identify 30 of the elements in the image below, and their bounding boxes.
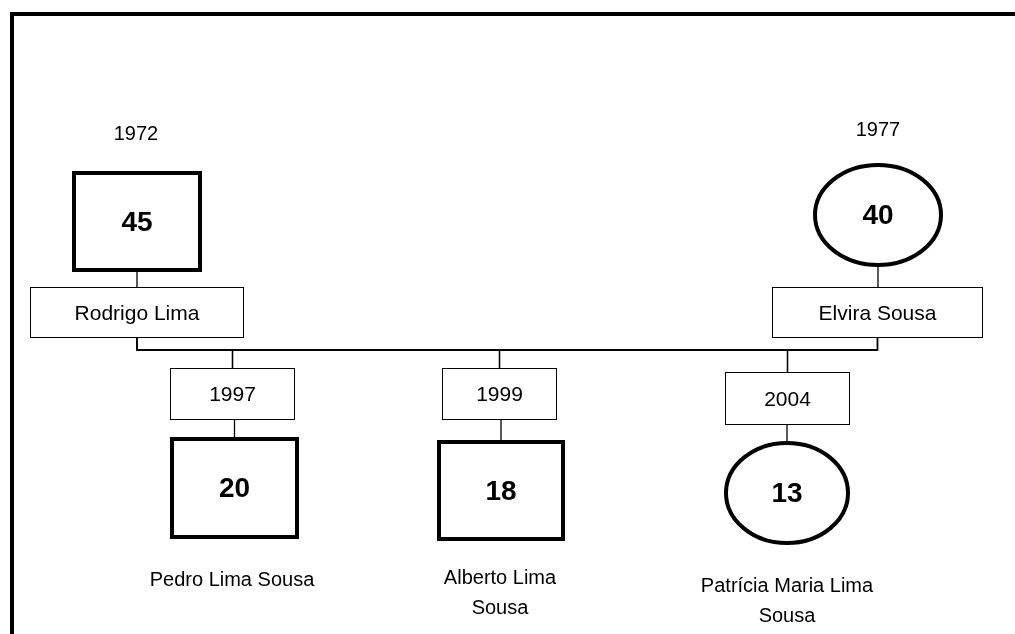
birth-year: 1977	[854, 117, 902, 142]
male-square	[72, 171, 202, 272]
connector-line	[786, 337, 879, 373]
person-name: Pedro Lima Sousa	[148, 567, 316, 592]
female-circle	[724, 441, 850, 545]
node-label: Elvira Sousa	[818, 300, 937, 325]
label-box	[772, 287, 983, 338]
connector-line	[136, 271, 138, 288]
age-number: 13	[771, 477, 803, 509]
node-label: 1997	[209, 382, 256, 406]
person-name: Alberto Lima Sousa	[442, 565, 558, 620]
node-label: 1999	[476, 382, 523, 406]
male-square	[170, 437, 299, 539]
connector-line	[500, 419, 502, 441]
birth-year: 1972	[112, 121, 160, 146]
male-square	[437, 440, 565, 541]
node-label: 2004	[764, 386, 811, 411]
label-box	[170, 368, 295, 420]
age-number: 40	[862, 199, 894, 231]
female-circle	[813, 163, 943, 267]
label-box	[442, 368, 557, 420]
node-label: Rodrigo Lima	[74, 300, 200, 325]
person-name: Patrícia Maria Lima Sousa	[699, 573, 875, 628]
label-box	[30, 287, 244, 338]
age-number: 18	[485, 474, 517, 507]
age-number: 45	[121, 205, 153, 238]
connector-line	[786, 424, 788, 442]
connector-line	[877, 266, 879, 288]
age-number: 20	[218, 472, 251, 504]
label-box	[725, 372, 850, 425]
